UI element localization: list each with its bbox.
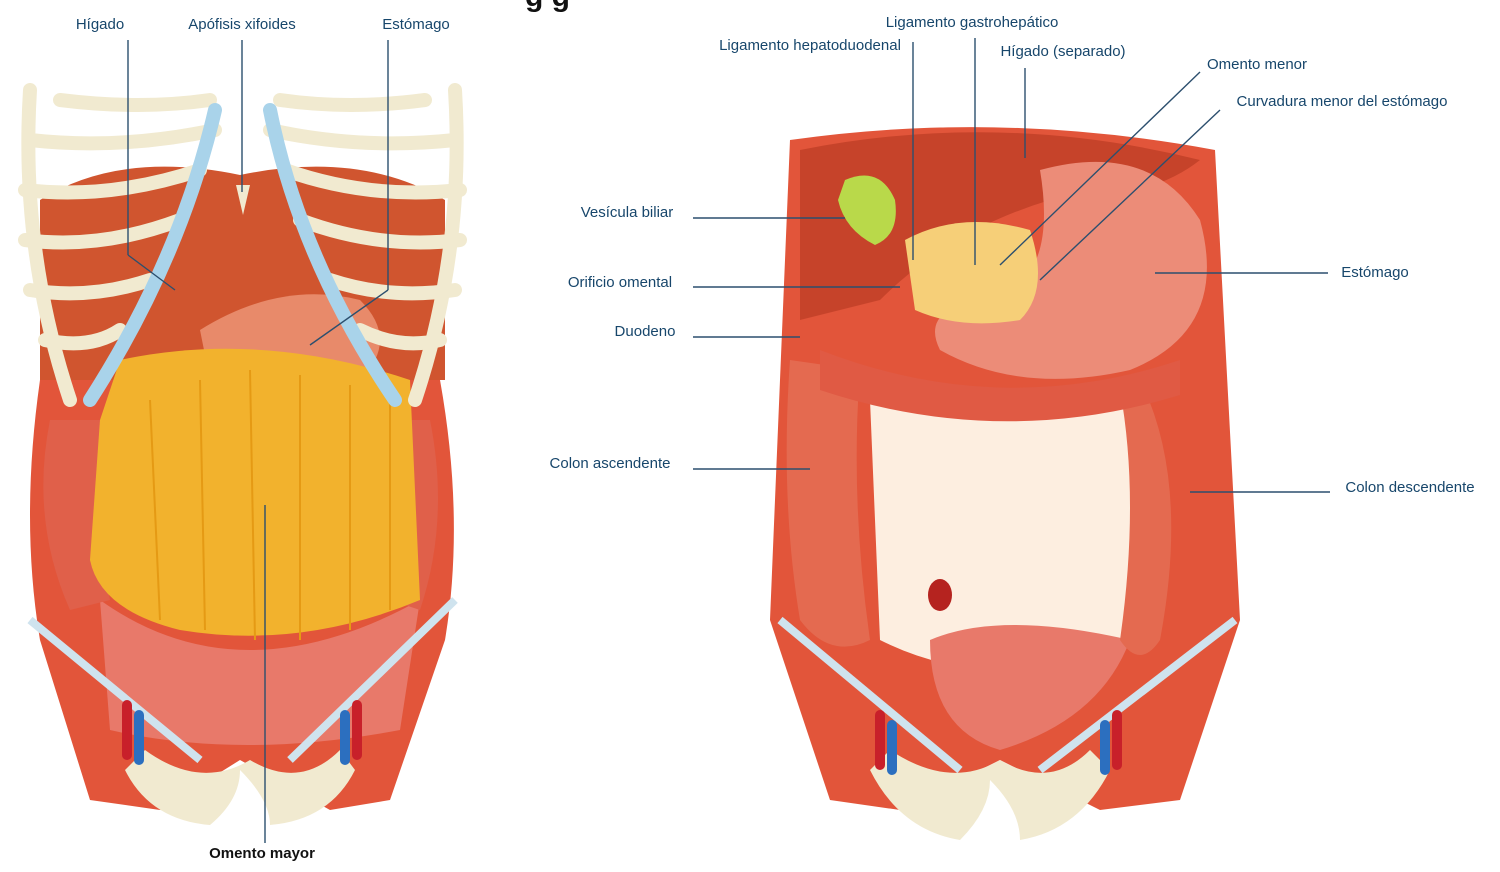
label-stomach-right: Estómago xyxy=(1341,264,1409,281)
left-figure xyxy=(18,83,467,825)
vessel-artery-right xyxy=(352,700,362,760)
ascending-colon-shape xyxy=(786,360,870,647)
omentum-texture xyxy=(149,369,391,641)
label-duodenum: Duodeno xyxy=(615,323,676,340)
gallbladder-shape xyxy=(838,175,896,245)
vessel-artery-left xyxy=(122,700,132,760)
label-liver-separated: Hígado (separado) xyxy=(1000,43,1125,60)
vessel-vein-right-figure-right xyxy=(1100,720,1110,775)
leader-lesser-curvature xyxy=(1039,109,1221,281)
label-greater-omentum: Omento mayor xyxy=(209,845,315,862)
left-labels: Hígado Apófisis xifoides Estómago Omento… xyxy=(76,16,450,862)
pelvis-left xyxy=(125,750,355,825)
right-figure xyxy=(770,127,1240,840)
transverse-colon-shape xyxy=(820,350,1180,422)
inguinal-ligament-left-a xyxy=(27,616,203,764)
inguinal-ligament-left-b xyxy=(287,597,458,763)
vessel-vein-right-figure-left xyxy=(887,720,897,775)
leader-lesser-omentum xyxy=(999,71,1201,266)
cecum-opening xyxy=(928,579,952,611)
descending-colon-shape xyxy=(1120,380,1172,655)
vessel-artery-right-figure-left xyxy=(875,710,885,770)
rib-cage-left xyxy=(18,83,467,407)
greater-omentum-shape xyxy=(90,348,420,636)
label-ascending-colon: Colon ascendente xyxy=(550,455,671,472)
leader-liver-left-tip xyxy=(127,254,176,291)
vessel-artery-right-figure-right xyxy=(1112,710,1122,770)
vessel-vein-right xyxy=(340,710,350,765)
label-liver-left: Hígado xyxy=(76,16,124,33)
lesser-omentum-shape xyxy=(905,222,1038,324)
label-gastrohepatic: Ligamento gastrohepático xyxy=(886,14,1059,31)
label-omental-foramen: Orificio omental xyxy=(568,274,672,291)
inguinal-ligament-right-b xyxy=(1037,616,1238,774)
label-xiphoid: Apófisis xifoides xyxy=(188,16,296,33)
inguinal-ligament-right-a xyxy=(777,616,963,774)
xiphoid-process-shape xyxy=(236,185,250,215)
label-stomach-left: Estómago xyxy=(382,16,450,33)
label-gallbladder: Vesícula biliar xyxy=(581,204,674,221)
stomach-right xyxy=(935,161,1207,379)
small-intestine-right xyxy=(930,625,1130,750)
label-hepatoduodenal: Ligamento hepatoduodenal xyxy=(719,37,901,54)
label-lesser-omentum: Omento menor xyxy=(1207,56,1307,73)
pelvis-right xyxy=(870,750,1110,840)
label-lesser-curvature: Curvadura menor del estómago xyxy=(1237,93,1448,110)
label-descending-colon: Colon descendente xyxy=(1345,479,1474,496)
leader-stomach-left-tip xyxy=(309,289,389,346)
header-title: g g xyxy=(525,0,570,13)
vessel-vein-left xyxy=(134,710,144,765)
right-labels: Ligamento gastrohepático Ligamento hepat… xyxy=(550,14,1475,496)
